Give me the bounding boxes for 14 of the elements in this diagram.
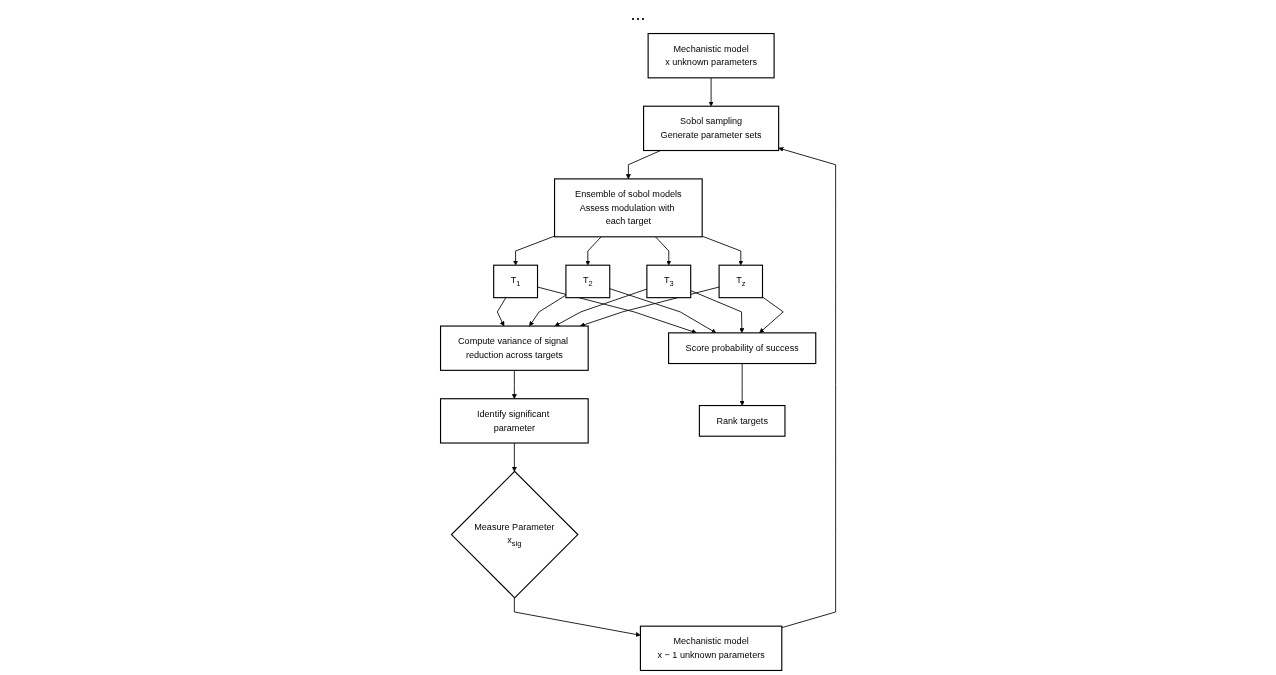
node-box: Compute variance of signal reduction across targets (439, 325, 589, 371)
node-box: Mechanistic model x − 1 unknown parameters (639, 625, 783, 672)
node-box: Mechanistic model x unknown parameters (647, 33, 775, 79)
node-box: Ensemble of sobol models Assess modulation with each target (553, 178, 703, 238)
node-box: T$_{3}$ (646, 264, 692, 299)
node-box: T$_{1}$ (493, 264, 538, 299)
ellipsis-label: ... (630, 4, 646, 24)
node-box: Score probability of success (667, 332, 817, 365)
node-box: Sobol sampling Generate parameter sets (642, 105, 780, 152)
node-diamond: Measure Parameter x$_{sig}$ (450, 470, 579, 599)
node-box: T$_{z}$ (718, 264, 763, 299)
node-box: Rank targets (698, 405, 786, 437)
node-box: T$_{2}$ (565, 264, 611, 299)
node-box: Identify significant parameter (439, 398, 589, 444)
